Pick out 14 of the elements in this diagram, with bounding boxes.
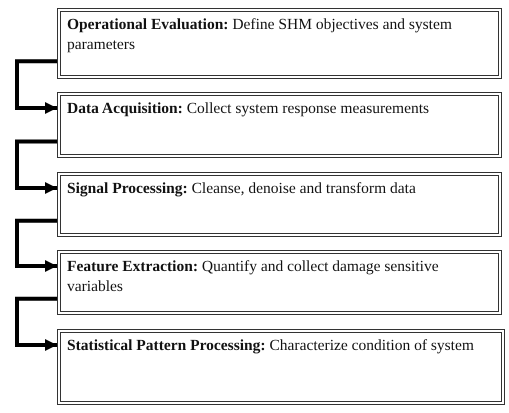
step-description: Signal Processing: Cleanse, denoise and transform data <box>67 179 417 199</box>
step-description: Operational Evaluation: Define SHM objectives and system parameters <box>67 15 453 56</box>
process-box <box>57 172 502 237</box>
arrow <box>15 59 57 114</box>
arrow <box>15 296 57 351</box>
process-box <box>57 8 502 79</box>
process-box <box>57 329 505 405</box>
step-description: Data Acquisition: Collect system response measurements <box>67 99 430 119</box>
step-description: Statistical Pattern Processing: Characterize condition of system <box>67 336 475 356</box>
process-box <box>57 92 502 158</box>
step-description: Feature Extraction: Quantify and collect damage sensitive variables <box>67 257 440 298</box>
arrow <box>15 218 57 272</box>
arrow <box>15 140 57 194</box>
process-box <box>57 250 502 315</box>
